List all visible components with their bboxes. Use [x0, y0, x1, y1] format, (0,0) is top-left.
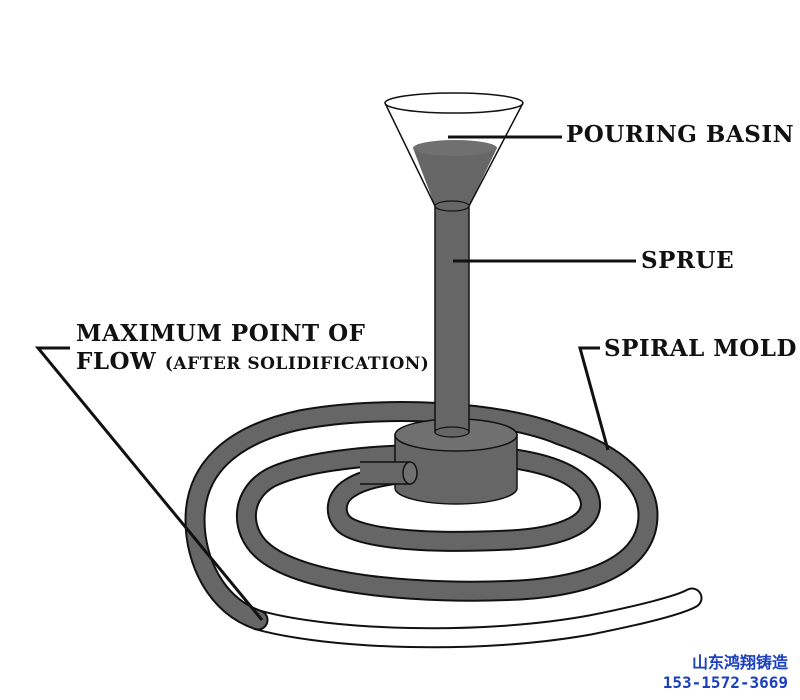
leader-max-point [34, 346, 264, 621]
watermark-company: 山东鸿翔铸造 [691, 653, 788, 672]
label-pouring-basin: POURING BASIN [566, 121, 795, 148]
leader-spiral-mold [578, 346, 610, 451]
label-max-point-note: (AFTER SOLIDIFICATION) [164, 354, 430, 374]
label-max-point-line1: MAXIMUM POINT OF [76, 320, 366, 347]
spiral-channel-unfilled-inner [249, 589, 701, 647]
label-sprue: SPRUE [641, 247, 735, 274]
pouring-basin-funnel [384, 92, 524, 212]
label-max-point-line2: FLOW (AFTER SOLIDIFICATION) [76, 348, 429, 375]
label-spiral-mold: SPIRAL MOLD [604, 335, 797, 362]
label-max-point-flow: FLOW [76, 348, 157, 375]
runner [360, 461, 418, 485]
spiral-channel-metal [186, 403, 657, 629]
watermark-phone: 153-1572-3669 [662, 673, 788, 692]
sprue-column [434, 205, 470, 438]
